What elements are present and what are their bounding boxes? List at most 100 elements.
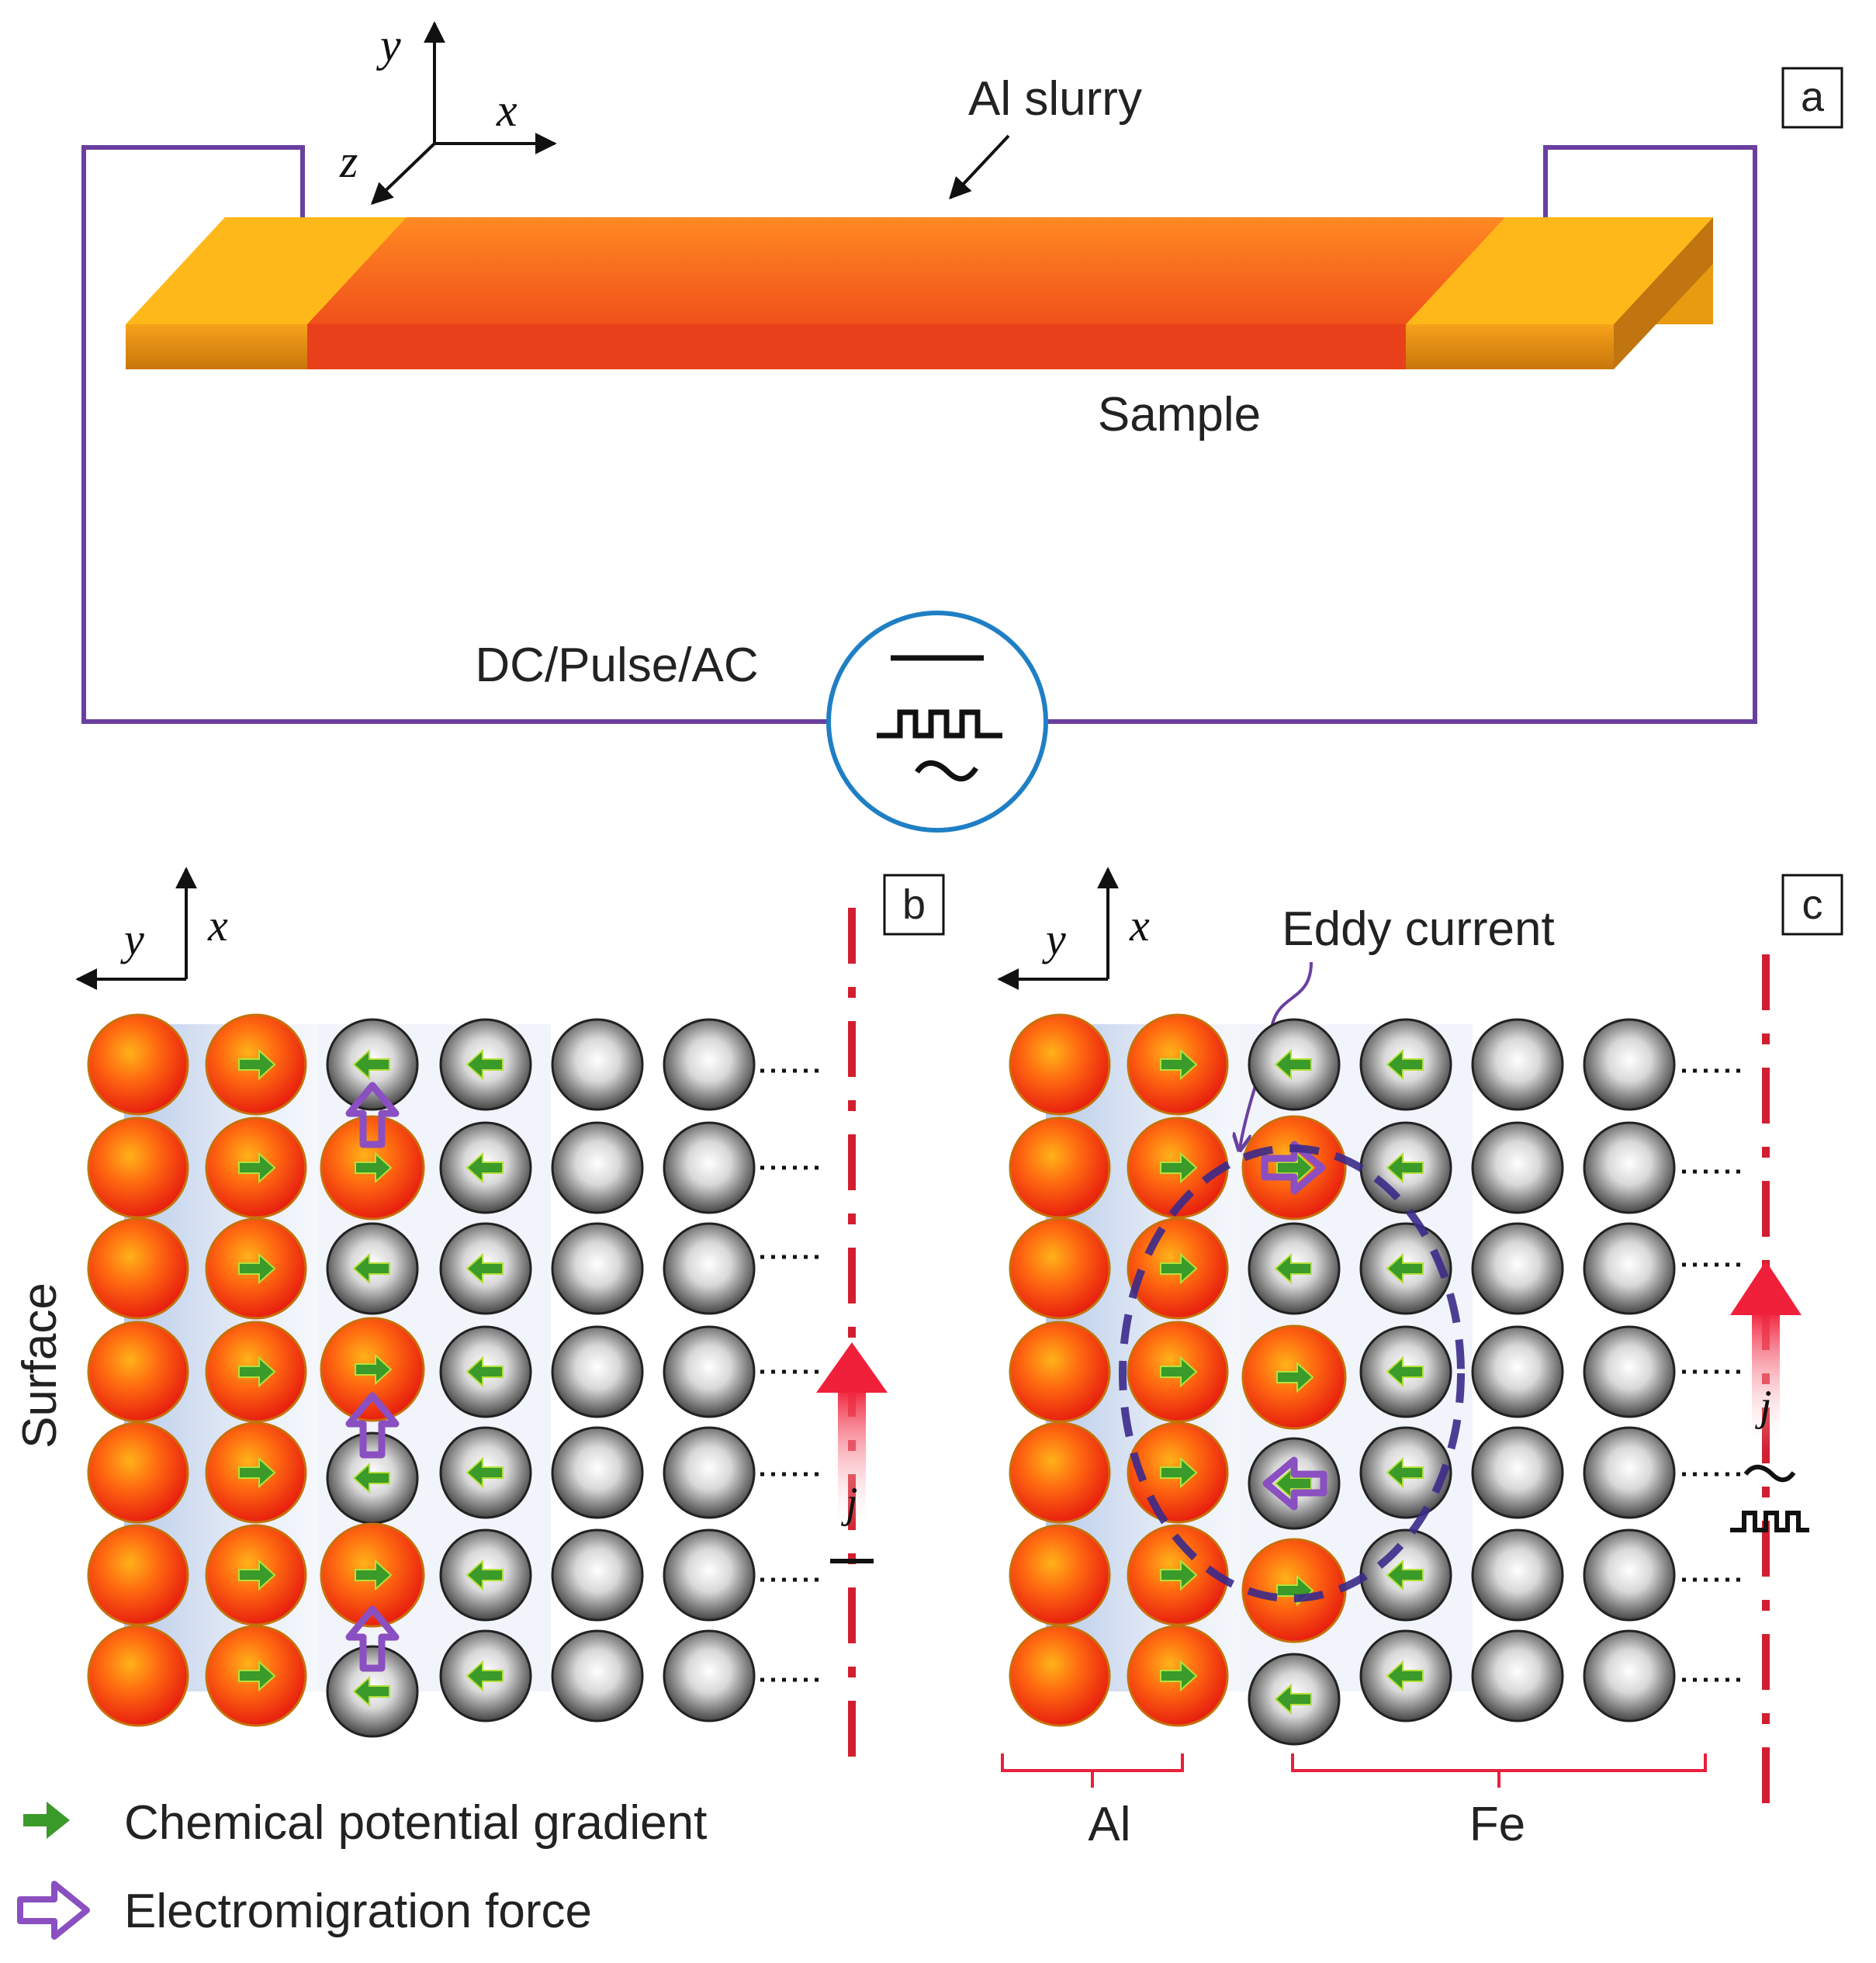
- chemical-gradient-arrow: [466, 1151, 504, 1184]
- panel-b-atom-lattice: [87, 1013, 756, 1738]
- electromigration-arrow: [345, 1605, 400, 1672]
- panel-c-axis-x: x: [1129, 900, 1150, 950]
- chemical-gradient-arrow: [1160, 1456, 1198, 1489]
- chemical-gradient-arrow: [1160, 1252, 1198, 1285]
- fe-atom: [663, 1121, 756, 1214]
- axis-y-label: y: [376, 19, 401, 71]
- panel-a-tag: a: [1801, 74, 1825, 120]
- chemical-gradient-arrow: [352, 1252, 390, 1285]
- fe-atom: [663, 1426, 756, 1519]
- fe-atom: [1583, 1121, 1676, 1214]
- fe-atom: [1471, 1629, 1564, 1722]
- al-atom: [87, 1625, 189, 1727]
- eddy-current-loop: [1119, 1144, 1465, 1602]
- pulse-symbol: [877, 709, 1002, 739]
- panel-c-current-label: j: [1755, 1382, 1772, 1430]
- chemical-gradient-arrow: [238, 1048, 276, 1081]
- panel-c-current-arrow: [1730, 1261, 1802, 1451]
- sample-label: Sample: [1098, 388, 1261, 441]
- al-slurry-layer: [307, 217, 1505, 324]
- panel-b-current-label: j: [841, 1479, 858, 1527]
- fe-atom: [1471, 1325, 1564, 1418]
- chemical-gradient-arrow: [466, 1660, 504, 1692]
- fe-atom: [1583, 1529, 1676, 1622]
- slurry-pointer-arrow: [949, 134, 1010, 200]
- chemical-gradient-arrow: [1160, 1559, 1198, 1591]
- chemical-gradient-arrow: [1276, 1361, 1314, 1393]
- electromigration-arrow: [345, 1392, 400, 1459]
- panel-c-pulse-symbol: [1730, 1511, 1809, 1532]
- panel-c-continuation-dots: [1682, 1068, 1747, 1682]
- chemical-gradient-arrow: [1386, 1660, 1424, 1692]
- electromigration-arrow: [1261, 1141, 1326, 1195]
- fe-atom: [663, 1325, 756, 1418]
- fe-atom: [1471, 1018, 1564, 1111]
- chemical-gradient-arrow: [238, 1151, 276, 1184]
- chemical-gradient-arrow: [355, 1151, 393, 1184]
- chemical-gradient-arrow: [466, 1355, 504, 1388]
- fe-atom: [1583, 1222, 1676, 1315]
- panel-b: b y x Surface j: [13, 867, 945, 1761]
- chemical-gradient-arrow: [238, 1252, 276, 1285]
- chemical-gradient-arrow: [352, 1675, 390, 1708]
- panel-a-tag-box: [1781, 67, 1843, 129]
- chemical-gradient-arrow: [1386, 1151, 1424, 1184]
- chemical-gradient-arrow: [1386, 1252, 1424, 1285]
- axis-z-label: z: [339, 136, 358, 187]
- chemical-gradient-arrow: [238, 1559, 276, 1591]
- panel-b-continuation-dots: [760, 1068, 826, 1682]
- panel-c-ac-symbol: [1743, 1464, 1796, 1483]
- panel-b-current-arrow: [816, 1342, 888, 1532]
- fe-atom: [551, 1426, 644, 1519]
- al-atom: [1009, 1524, 1111, 1626]
- panel-b-tag-box: [883, 874, 945, 936]
- chemical-gradient-arrow: [1274, 1683, 1312, 1715]
- fe-atom: [1583, 1325, 1676, 1418]
- fe-atom: [551, 1018, 644, 1111]
- al-atom: [1009, 1117, 1111, 1219]
- chemical-gradient-arrow: [1386, 1456, 1424, 1489]
- panel-b-axis-y: y: [120, 914, 144, 964]
- fe-atom: [1583, 1018, 1676, 1111]
- panel-b-tag: b: [902, 881, 926, 928]
- panel-a-axes: y x z: [339, 19, 557, 205]
- chemical-gradient-arrow: [1274, 1467, 1312, 1500]
- chemical-gradient-arrow: [1160, 1048, 1198, 1081]
- fe-atom: [663, 1222, 756, 1315]
- source-label: DC/Pulse/AC: [475, 639, 758, 692]
- fe-atom: [551, 1121, 644, 1214]
- power-source: [826, 611, 1048, 833]
- chemical-gradient-arrow: [466, 1252, 504, 1285]
- eddy-current-label: Eddy current: [1282, 902, 1555, 956]
- sample-strip: [126, 217, 1713, 369]
- al-atom: [87, 1217, 189, 1320]
- panel-c-tag: c: [1802, 881, 1823, 928]
- legend-purple-arrow-icon: [17, 1881, 90, 1940]
- al-atom: [87, 1013, 189, 1116]
- chemical-gradient-arrow: [466, 1048, 504, 1081]
- panel-c: c y x Eddy current j Al Fe: [997, 867, 1843, 1851]
- fe-atom: [551, 1529, 644, 1622]
- fe-atom: [551, 1629, 644, 1722]
- chemical-gradient-arrow: [355, 1353, 393, 1386]
- al-bracket: [1001, 1754, 1184, 1788]
- panel-c-atom-lattice: [1009, 1013, 1676, 1746]
- fe-atom: [1471, 1222, 1564, 1315]
- chemical-gradient-arrow: [1160, 1151, 1198, 1184]
- chemical-gradient-arrow: [355, 1559, 393, 1591]
- electromigration-arrow: [345, 1082, 400, 1148]
- panel-b-axes: y x: [75, 867, 228, 990]
- panel-c-axes: y x: [997, 867, 1150, 990]
- surface-label: Surface: [13, 1283, 67, 1449]
- panel-b-axis-x: x: [207, 900, 228, 950]
- al-atom: [87, 1421, 189, 1524]
- panel-c-tag-box: [1781, 874, 1843, 936]
- panel-c-axis-y: y: [1042, 914, 1066, 964]
- fe-atom: [1471, 1529, 1564, 1622]
- al-atom: [1009, 1217, 1111, 1320]
- al-atom: [87, 1524, 189, 1626]
- al-atom: [87, 1321, 189, 1423]
- ac-symbol: [915, 760, 978, 782]
- chemical-gradient-arrow: [1386, 1048, 1424, 1081]
- al-atom: [1009, 1321, 1111, 1423]
